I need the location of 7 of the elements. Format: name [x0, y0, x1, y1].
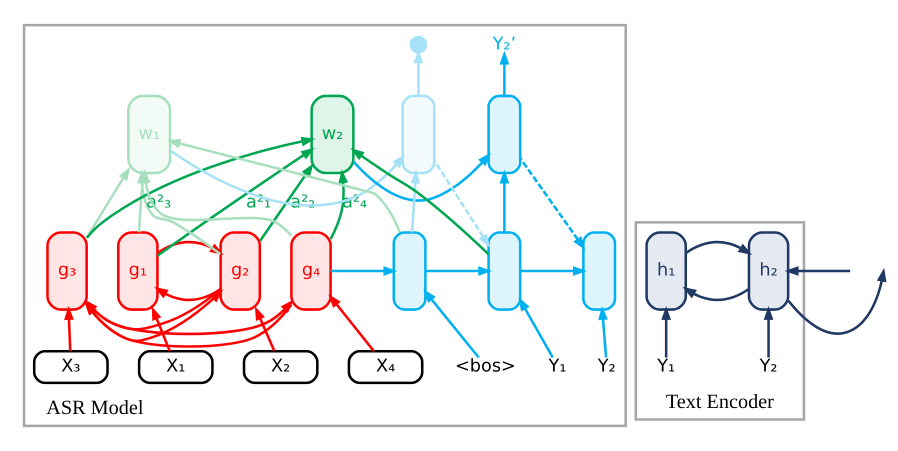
node-text: Y₁: [657, 356, 676, 377]
node-text: Y₂: [760, 356, 778, 377]
edge-label: a²₁: [246, 192, 272, 212]
node-text: Y₁: [548, 356, 566, 377]
node-text: Y₂: [598, 356, 616, 377]
node-text: Y₂’: [492, 34, 516, 54]
node-text: <bos>: [454, 356, 516, 377]
